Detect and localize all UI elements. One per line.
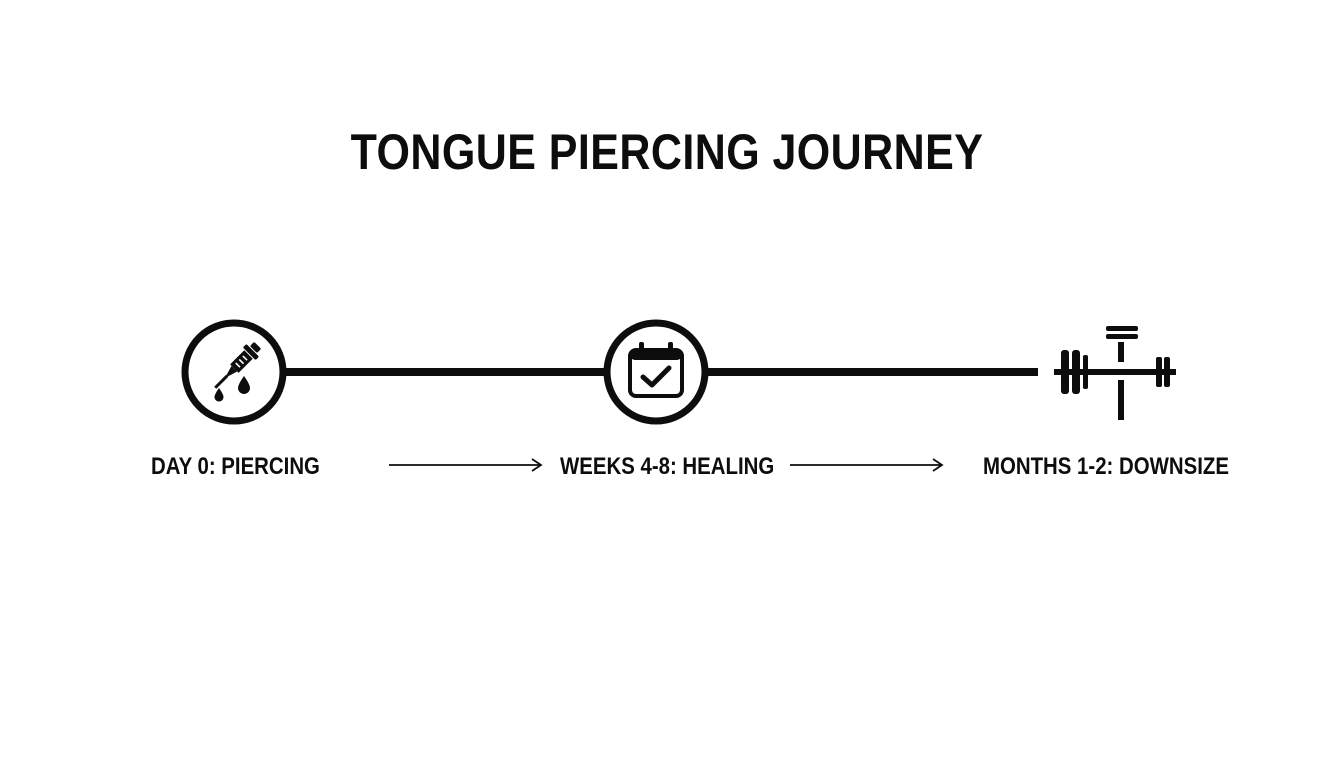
- arrow-to-healing: [389, 458, 543, 472]
- barbell-downsize-icon: [1054, 326, 1176, 420]
- arrow-to-downsize: [790, 458, 944, 472]
- step-node-piercing: [181, 319, 287, 425]
- step-label-downsize: MONTHS 1-2: DOWNSIZE: [983, 453, 1229, 480]
- calendar-check-icon: [628, 342, 684, 398]
- step-label-healing: WEEKS 4-8: HEALING: [560, 453, 775, 480]
- diagram-title: TONGUE PIERCING JOURNEY: [350, 124, 984, 180]
- step-label-piercing: DAY 0: PIERCING: [151, 453, 320, 480]
- step-node-healing: [603, 319, 709, 425]
- needle-dropper-icon: [214, 342, 261, 402]
